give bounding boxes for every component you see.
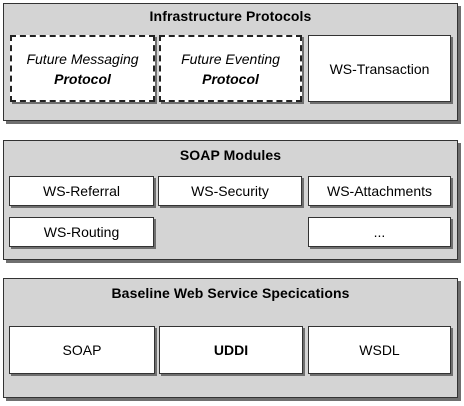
layer-title: Baseline Web Service Specications: [111, 285, 350, 301]
future-messaging-protocol-box: Future Messaging Protocol: [10, 35, 155, 102]
ws-transaction-box: WS-Transaction: [308, 35, 451, 102]
ws-security-box: WS-Security: [158, 176, 302, 206]
layer-title: SOAP Modules: [179, 147, 282, 163]
more-modules-box: ...: [308, 217, 451, 247]
future-eventing-protocol-box: Future Eventing Protocol: [159, 35, 302, 102]
uddi-box: UDDI: [159, 326, 303, 374]
ws-referral-box: WS-Referral: [9, 176, 154, 206]
baseline-specifications-layer: Baseline Web Service Specications SOAP U…: [3, 278, 458, 398]
infrastructure-protocols-layer: Infrastructure Protocols Future Messagin…: [3, 3, 458, 121]
box-label-line2: Protocol: [54, 70, 111, 87]
box-label-line1: Future Eventing: [181, 50, 280, 67]
layer-title: Infrastructure Protocols: [149, 8, 312, 24]
soap-box: SOAP: [9, 326, 155, 374]
soap-modules-layer: SOAP Modules WS-Referral WS-Security WS-…: [3, 140, 458, 260]
box-label-line2: Protocol: [202, 70, 259, 87]
ws-routing-box: WS-Routing: [9, 217, 154, 247]
ws-attachments-box: WS-Attachments: [308, 176, 451, 206]
wsdl-box: WSDL: [308, 326, 451, 374]
box-label-line1: Future Messaging: [26, 50, 139, 67]
